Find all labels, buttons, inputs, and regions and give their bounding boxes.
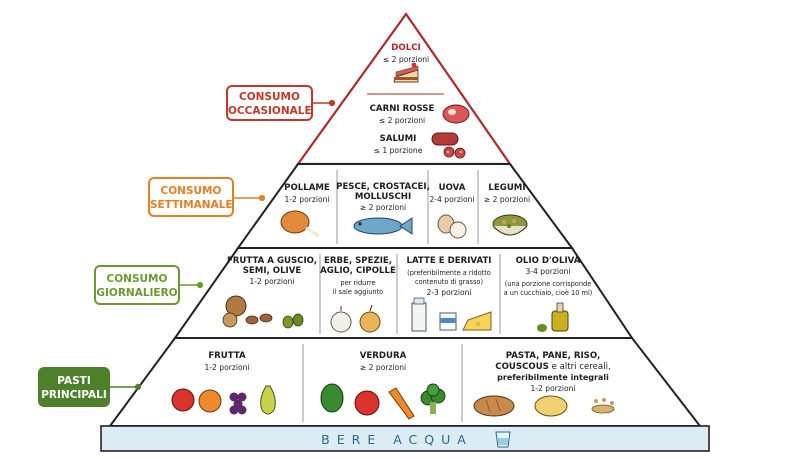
frutta-guscio-name-1: Frutta a guscio, xyxy=(227,256,317,266)
erbe-name-1: Erbe, spezie, xyxy=(324,256,392,266)
latte-note-2: contenuto di grasso) xyxy=(415,278,483,286)
cake-icon xyxy=(393,62,419,83)
label-giornaliero-line-1: Consumo xyxy=(106,273,168,285)
pesce-qty: ≥ 2 porzioni xyxy=(360,203,406,212)
olio-note-2: a un cucchiaio, cioè 10 ml) xyxy=(504,289,593,297)
grains-icon xyxy=(473,395,615,417)
eggs-icon xyxy=(437,214,467,239)
dairy-icon xyxy=(411,297,492,332)
erbe-note-1: per ridurre xyxy=(340,279,375,287)
pasta-name-2-rest: e altri cereali, xyxy=(549,362,611,372)
salumi-name: Salumi xyxy=(380,134,417,144)
pasta-name-2-bold: couscous xyxy=(495,362,549,372)
frutta-name: Frutta xyxy=(208,351,246,361)
label-consumo-occasionale: Consumo occasionale xyxy=(226,85,313,121)
legumi-name: Legumi xyxy=(488,183,525,193)
erbe-note-2: il sale aggiunto xyxy=(333,288,383,296)
glass-icon xyxy=(495,431,511,448)
dolci-qty: ≤ 2 porzioni xyxy=(383,55,429,64)
uova-name: Uova xyxy=(439,183,466,193)
fruits-icon xyxy=(171,385,276,415)
olio-qty: 3-4 porzioni xyxy=(525,267,570,276)
olive-oil-icon xyxy=(537,302,569,332)
chicken-leg-icon xyxy=(280,210,320,238)
salumi-qty: ≤ 1 porzione xyxy=(374,146,423,155)
pasta-name-2: couscous e altri cereali, xyxy=(495,362,610,372)
label-settimanale-line-2: settimanale xyxy=(150,199,233,211)
water-label: BERE ACQUA xyxy=(321,432,473,447)
label-principali-line-1: Pasti xyxy=(57,375,91,387)
garlic-onion-icon xyxy=(330,304,381,333)
carni-rosse-name: Carni rosse xyxy=(370,104,435,114)
label-consumo-settimanale: Consumo settimanale xyxy=(148,177,234,217)
verdura-qty: ≥ 2 porzioni xyxy=(360,363,406,372)
fish-icon xyxy=(353,217,413,235)
steak-icon xyxy=(442,104,470,124)
erbe-name-2: aglio, cipolle xyxy=(320,266,396,276)
olio-name: Olio d'oliva xyxy=(516,256,581,266)
nuts-olives-icon xyxy=(222,295,304,329)
label-occasionale-line-2: occasionale xyxy=(228,105,312,117)
latte-qty: 2-3 porzioni xyxy=(426,288,471,297)
pasta-qty: 1-2 porzioni xyxy=(530,384,575,393)
legumes-bowl-icon xyxy=(492,214,528,236)
label-giornaliero-line-2: giornaliero xyxy=(96,287,178,299)
pesce-name-1: Pesce, crostacei, xyxy=(336,182,430,192)
frutta-guscio-qty: 1-2 porzioni xyxy=(249,277,294,286)
verdura-name: Verdura xyxy=(360,351,407,361)
frutta-guscio-name-2: semi, olive xyxy=(243,266,302,276)
latte-name: Latte e derivati xyxy=(406,256,491,266)
label-pasti-principali: Pasti principali xyxy=(38,367,110,407)
label-settimanale-line-1: Consumo xyxy=(160,185,222,197)
pasta-name-3: preferibilmente integrali xyxy=(497,373,609,382)
legumi-qty: ≥ 2 porzioni xyxy=(484,195,530,204)
pasta-name-1: Pasta, pane, riso, xyxy=(506,351,600,361)
water-base xyxy=(100,425,710,452)
label-consumo-giornaliero: Consumo giornaliero xyxy=(94,265,180,305)
pollame-qty: 1-2 porzioni xyxy=(284,195,329,204)
frutta-qty: 1-2 porzioni xyxy=(204,363,249,372)
label-principali-line-2: principali xyxy=(41,389,107,401)
pesce-name-2: molluschi xyxy=(355,192,411,202)
olio-note-1: (una porzione corrisponde xyxy=(505,280,592,288)
carni-rosse-qty: ≤ 2 porzioni xyxy=(379,116,425,125)
label-occasionale-line-1: Consumo xyxy=(239,91,300,103)
latte-note-1: (preferibilmente a ridotto xyxy=(407,269,491,277)
uova-qty: 2-4 porzioni xyxy=(429,195,474,204)
vegetables-icon xyxy=(320,383,446,420)
salami-icon xyxy=(431,132,466,159)
dolci-name: Dolci xyxy=(391,43,420,53)
pollame-name: Pollame xyxy=(284,183,330,193)
